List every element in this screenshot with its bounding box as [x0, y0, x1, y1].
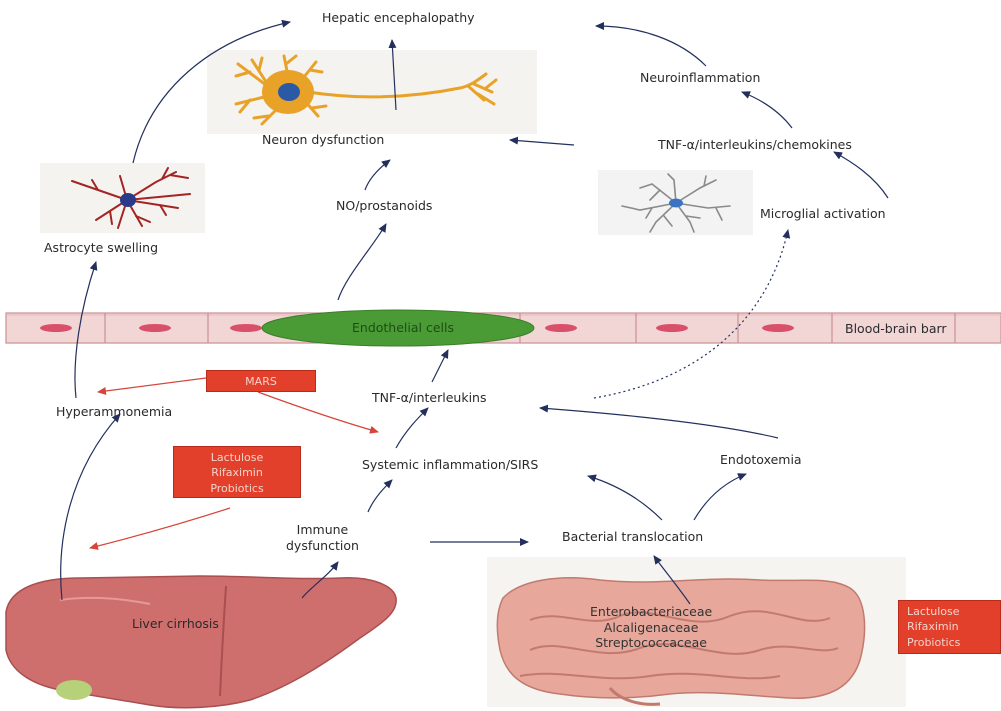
neuron-dysfunction-label: Neuron dysfunction — [262, 132, 384, 148]
arrow-immune-to-systemic — [368, 480, 392, 512]
liver-cirrhosis-label: Liver cirrhosis — [132, 616, 219, 632]
arrow-tnf-chemokines-to-neuron — [510, 140, 574, 145]
bacterial-translocation-label: Bacterial translocation — [562, 529, 703, 545]
gut-bacteria-label: Enterobacteriaceae Alcaligenaceae Strept… — [590, 604, 712, 651]
arrow-neuroinflammation-to-encephalopathy — [596, 26, 706, 66]
arrow-translocation-to-systemic — [588, 476, 662, 520]
endothelial-cells-label: Endothelial cells — [352, 320, 454, 336]
immune-dysfunction-line-2: dysfunction — [286, 538, 359, 554]
no-prostanoids-label: NO/prostanoids — [336, 198, 432, 214]
gut-bacteria-line-2: Alcaligenaceae — [590, 620, 712, 636]
arrow-endothelial-to-no — [338, 224, 386, 300]
gut-bacteria-line-3: Streptococcaceae — [590, 635, 712, 651]
arrow-endotoxemia-to-tnf — [540, 408, 778, 438]
microglial-activation-label: Microglial activation — [760, 206, 886, 222]
gut-therapy-box-right: Lactulose Rifaximin Probiotics — [898, 600, 1001, 654]
mars-treatment-box: MARS — [206, 370, 316, 392]
gut-therapy-right-line-1: Lactulose — [907, 604, 1000, 619]
blood-brain-barrier-label: Blood-brain barr — [845, 321, 947, 336]
arrow-systemic-to-tnf — [396, 408, 428, 448]
arrow-mars-to-hyperammonemia — [98, 378, 206, 392]
arrow-tnf-chemokines-to-neuroinflammation — [742, 92, 792, 128]
arrow-liver-to-hyperammonemia — [61, 414, 120, 600]
arrow-no-to-neuron — [365, 160, 390, 190]
arrow-tnf-to-endothelial — [432, 350, 448, 382]
arrow-mars-to-systemic — [258, 392, 378, 432]
arrow-translocation-to-endotoxemia — [694, 474, 746, 520]
arrow-lactulose-to-liver — [90, 508, 230, 548]
immune-dysfunction-line-1: Immune — [286, 522, 359, 538]
gut-therapy-right-line-3: Probiotics — [907, 635, 1000, 650]
arrow-microglia-to-tnf-chemokines — [834, 152, 888, 198]
liver-illustration — [6, 576, 396, 708]
systemic-inflammation-label: Systemic inflammation/SIRS — [362, 457, 538, 473]
neuron-panel — [207, 50, 537, 134]
astrocyte-swelling-label: Astrocyte swelling — [44, 240, 158, 256]
gut-therapy-line-3: Probiotics — [174, 481, 300, 496]
neuroinflammation-label: Neuroinflammation — [640, 70, 760, 86]
mars-label: MARS — [245, 375, 277, 388]
gut-bacteria-line-1: Enterobacteriaceae — [590, 604, 712, 620]
tnf-interleukins-label: TNF-α/interleukins — [372, 390, 487, 406]
gut-therapy-line-1: Lactulose — [174, 450, 300, 465]
gut-therapy-right-line-2: Rifaximin — [907, 619, 1000, 634]
gut-therapy-box: Lactulose Rifaximin Probiotics — [173, 446, 301, 498]
hepatic-encephalopathy-label: Hepatic encephalopathy — [322, 10, 475, 26]
gut-therapy-line-2: Rifaximin — [174, 465, 300, 480]
hyperammonemia-label: Hyperammonemia — [56, 404, 172, 420]
tnf-interleukins-chemokines-label: TNF-α/interleukins/chemokines — [658, 137, 852, 153]
immune-dysfunction-label: Immune dysfunction — [286, 522, 359, 553]
endotoxemia-label: Endotoxemia — [720, 452, 802, 468]
